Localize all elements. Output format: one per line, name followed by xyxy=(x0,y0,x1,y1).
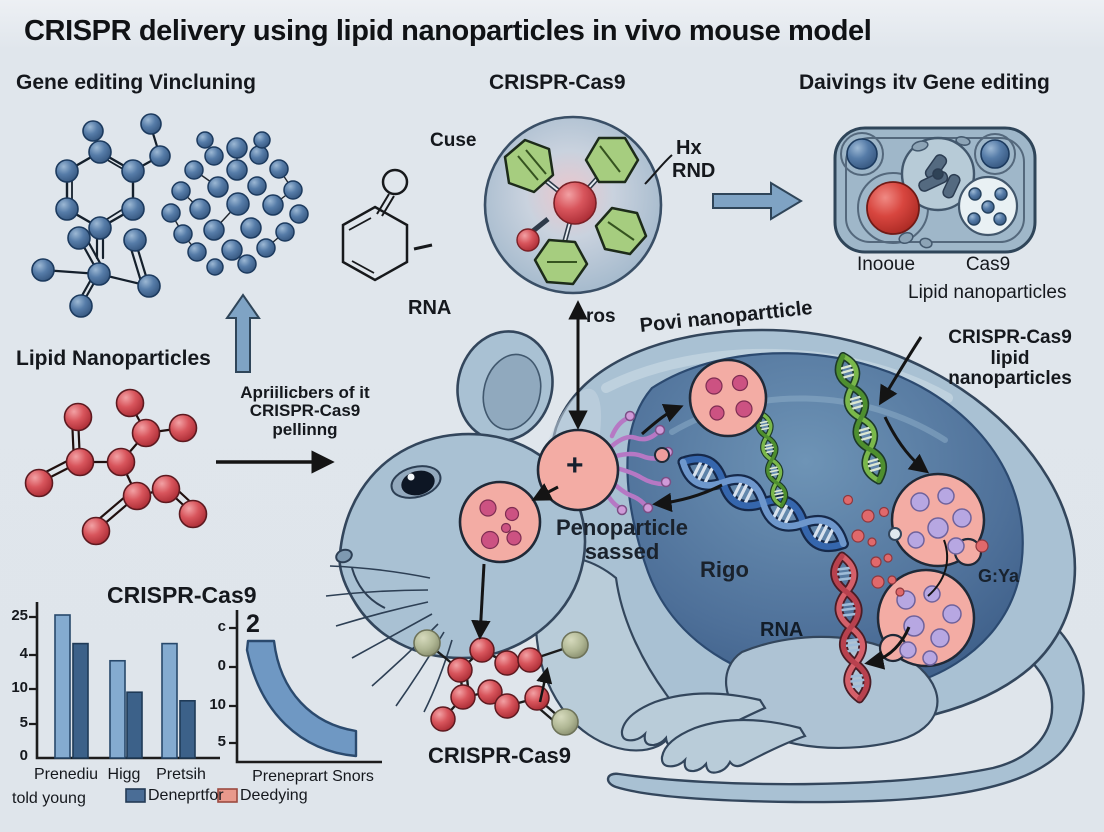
bar-ytick-0: 0 xyxy=(19,747,28,764)
released-nanoparticle xyxy=(688,358,768,438)
up-block-arrow xyxy=(225,293,261,373)
bar-ytick-25: 25 xyxy=(11,607,28,624)
legend-deneprtfor: Deneprtfor xyxy=(148,787,224,804)
bar-cat-2: Higg xyxy=(107,766,141,783)
label-crispr-lipid-np: CRISPR-Cas9 lipid nanoparticles xyxy=(948,327,1072,390)
label-crispr-molecule: CRISPR-Cas9 xyxy=(427,743,572,768)
curve-xlabel: Preneprart Snors xyxy=(252,768,374,785)
arrow-note: Apriilicbers of it CRISPR-Cas9 pellinng xyxy=(240,383,370,439)
label-lipid-nanoparticles-right: Lipid nanoparticles xyxy=(908,282,1067,303)
label-rna-top: RNA xyxy=(408,297,452,319)
label-rnd: RND xyxy=(672,160,716,182)
curve-ytick-c: c xyxy=(217,618,226,635)
right-block-arrow xyxy=(712,181,803,221)
eye-glint xyxy=(407,473,415,481)
label-rna-body: RNA xyxy=(760,619,804,641)
bar-x-footnote: told young xyxy=(12,790,86,807)
heading-gene-editing-right: Daivings itv Gene editing xyxy=(799,71,1050,94)
nanoparticle-cluster xyxy=(161,131,309,276)
crispr-cas9-complex-circle xyxy=(483,115,673,295)
label-gya: G:Ya xyxy=(978,566,1020,586)
small-white-vesicle xyxy=(888,527,902,541)
label-plus: + xyxy=(566,449,584,482)
chemical-line-structure xyxy=(341,168,433,282)
tentacled-nanoparticle xyxy=(536,410,674,516)
curve-top-label: 2 xyxy=(246,610,260,638)
bar-cat-3: Pretsih xyxy=(156,766,206,783)
label-inooue: Inooue xyxy=(856,254,916,275)
blue-branched-molecule xyxy=(31,226,161,318)
page-title: CRISPR delivery using lipid nanoparticle… xyxy=(24,15,872,47)
heading-gene-editing: Gene editing Vincluning xyxy=(16,71,256,94)
mouse-inner-ear xyxy=(482,353,542,431)
blue-ring-molecule xyxy=(55,113,171,260)
bar-ytick-4: 4 xyxy=(19,645,28,662)
mouse-nose xyxy=(335,548,353,564)
curve-ytick-10: 10 xyxy=(209,696,226,713)
label-rigo: Rigo xyxy=(700,557,749,582)
curve-ytick-5: 5 xyxy=(217,733,226,750)
label-cas9: Cas9 xyxy=(965,254,1011,275)
curve-ytick-0: 0 xyxy=(217,657,226,674)
bar-chart-title: CRISPR-Cas9 xyxy=(107,582,257,608)
label-cuse: Cuse xyxy=(430,130,477,151)
red-lipid-molecule xyxy=(24,388,208,546)
legend-deedying: Deedying xyxy=(240,787,308,804)
gene-editing-device xyxy=(833,126,1037,254)
front-paw-lower xyxy=(660,718,807,774)
cheek-nanoparticle xyxy=(458,480,542,564)
chart-legend xyxy=(125,788,238,803)
mouse-illustration xyxy=(325,328,1085,804)
label-hx: Hx xyxy=(676,137,702,159)
bar-cat-1: Prenediu xyxy=(33,766,99,783)
callout-line xyxy=(644,154,673,185)
curve-chart xyxy=(229,610,382,764)
label-ros: ros xyxy=(586,306,616,327)
label-lipid-nanoparticles-left: Lipid Nanoparticles xyxy=(16,347,211,370)
pink-blob-upper xyxy=(890,472,986,568)
scattered-red-dots xyxy=(842,494,989,597)
bar-ytick-5: 5 xyxy=(19,714,28,731)
flow-arrows xyxy=(471,300,949,703)
decay-band xyxy=(245,639,358,758)
label-penoparticle: Penoparticle sassed xyxy=(555,515,689,564)
heading-crispr-cas9: CRISPR-Cas9 xyxy=(489,71,626,94)
bar-ytick-10: 10 xyxy=(11,679,28,696)
bar-chart xyxy=(29,602,220,760)
